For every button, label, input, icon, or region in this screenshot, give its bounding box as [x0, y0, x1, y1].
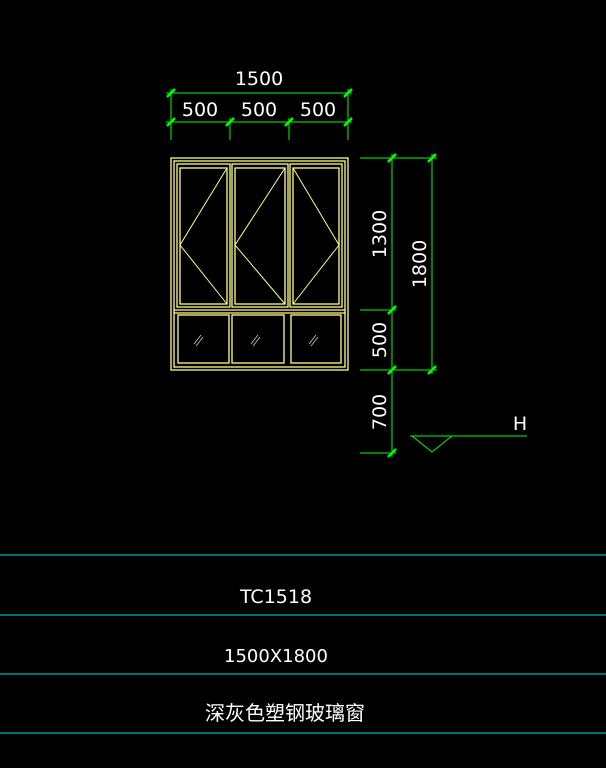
upper-sash-center [231, 163, 289, 308]
lower-pane-center [231, 314, 285, 364]
right-dimensions [360, 153, 437, 458]
window-code: TC1518 [239, 586, 312, 608]
opening-indicator-left [179, 167, 228, 305]
lower-height-label: 500 [369, 322, 391, 358]
pane-width-label-2: 500 [241, 99, 277, 121]
window-frame [170, 157, 349, 371]
title-block-lines [0, 554, 606, 734]
window-size: 1500X1800 [224, 646, 328, 667]
glass-hatch-marks [193, 334, 319, 347]
opening-indicator-right [292, 167, 340, 305]
opening-indicator-center [234, 167, 286, 305]
lower-pane-right [290, 314, 342, 364]
pane-width-label-1: 500 [182, 99, 218, 121]
lower-pane-left [177, 314, 230, 364]
overall-width-label: 1500 [235, 68, 283, 90]
overall-height-label: 1800 [409, 240, 431, 288]
inner-frame [173, 160, 346, 368]
level-marker-label: H [513, 413, 527, 435]
upper-sash-left [176, 163, 231, 308]
level-marker-symbol [410, 435, 527, 453]
sill-height-label: 700 [369, 394, 391, 430]
pane-width-label-3: 500 [300, 99, 336, 121]
window-description: 深灰色塑钢玻璃窗 [205, 701, 365, 725]
top-dimensions [166, 88, 353, 140]
upper-height-label: 1300 [369, 210, 391, 258]
outer-frame [170, 157, 349, 371]
upper-sash-right [289, 163, 343, 308]
